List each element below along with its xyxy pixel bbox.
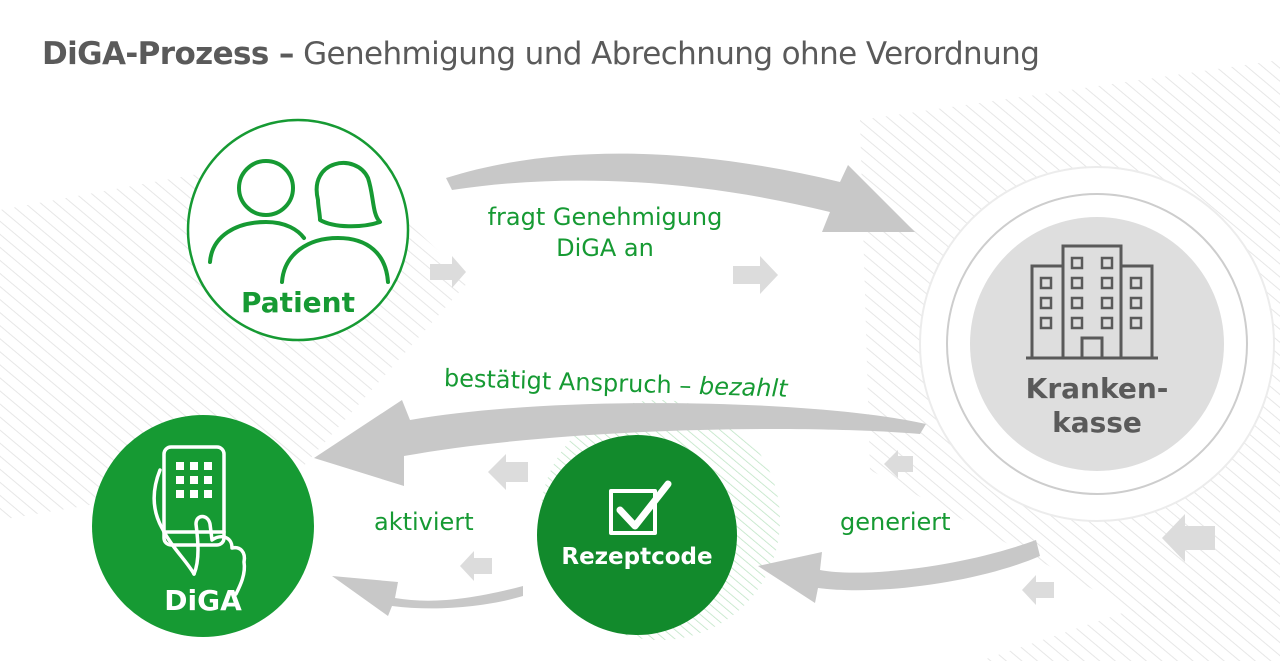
checkbox-icon — [609, 480, 672, 535]
edge-label-confirm-italic: bezahlt — [698, 372, 788, 403]
patient-label: Patient — [241, 286, 355, 319]
small-arrow-icon — [1162, 514, 1215, 562]
arrow-krankenkasse-to-rezeptcode — [758, 540, 1040, 603]
background-hatch-bottom — [980, 560, 1280, 661]
diga-node — [92, 415, 314, 637]
krankenkasse-label: Kranken- kasse — [1003, 372, 1191, 440]
people-icon — [208, 159, 390, 284]
edge-label-request-line1: fragt Genehmigung — [487, 203, 723, 231]
small-arrow-icon — [733, 256, 778, 294]
edge-label-request-line2: DiGA an — [556, 234, 654, 262]
edge-label-activates: aktiviert — [374, 508, 474, 536]
smartphone-hand-icon — [152, 445, 247, 596]
diga-label: DiGA — [164, 584, 242, 617]
arrow-rezeptcode-to-diga — [332, 576, 523, 616]
page-title: DiGA-Prozess – Genehmigung und Abrechnun… — [42, 36, 1040, 72]
small-arrow-icons — [430, 256, 1215, 605]
arrow-krankenkasse-to-diga — [314, 400, 926, 486]
small-arrow-icon — [460, 551, 492, 581]
small-arrow-icon — [488, 454, 528, 490]
krankenkasse-label-line2: kasse — [1052, 406, 1142, 439]
krankenkasse-label-line1: Kranken- — [1025, 372, 1169, 405]
small-arrow-icon — [884, 450, 913, 478]
edge-label-request: fragt Genehmigung DiGA an — [455, 202, 755, 264]
arrow-patient-to-krankenkasse — [446, 153, 915, 232]
building-icon — [1026, 244, 1158, 360]
small-arrow-icon — [1022, 575, 1054, 605]
edge-label-generates: generiert — [840, 508, 951, 536]
small-arrow-icon — [430, 256, 466, 288]
rezeptcode-label: Rezeptcode — [561, 544, 713, 570]
